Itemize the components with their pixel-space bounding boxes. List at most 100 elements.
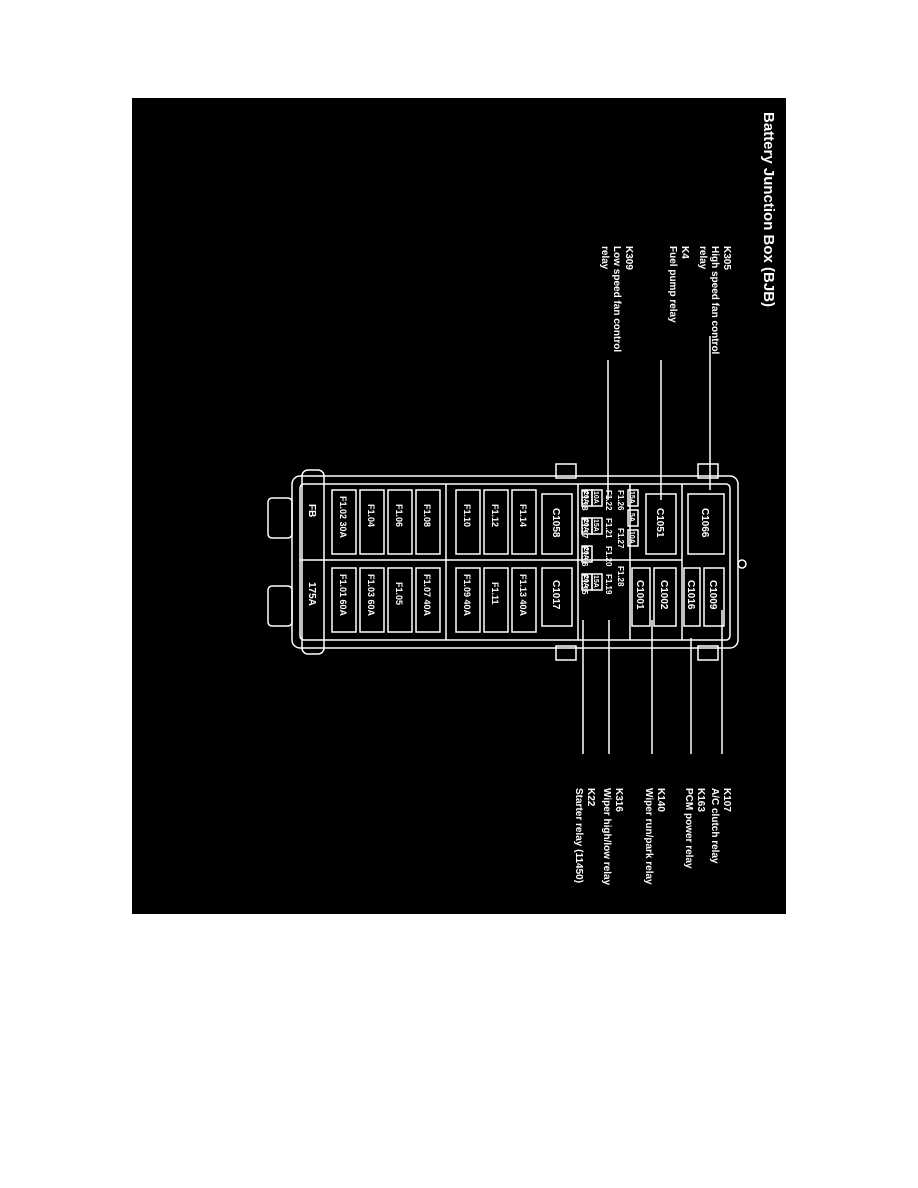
mini-fuse-label-f120: F1.20	[604, 546, 613, 567]
mini-fuse-label-f128: F1.28	[616, 566, 625, 587]
maxi-fuse-f113	[511, 567, 537, 633]
maxi-fuse-f110-label: F1.10	[462, 504, 472, 527]
maxi-fuse-f105-label: F1.05	[394, 582, 404, 605]
maxi-fuse-f107-label: F1.07 40A	[422, 574, 432, 617]
maxi-fuse-f108-label: F1.08	[422, 504, 432, 527]
maxi-fuse-f111	[483, 567, 509, 633]
mini-fuse-9	[581, 545, 593, 563]
maxi-fuse-f114	[511, 489, 537, 555]
callout-k305-line2: relay	[697, 246, 708, 270]
maxi-fuse-f112	[483, 489, 509, 555]
relay-c1058	[541, 493, 573, 555]
maxi-fuse-f111-label: F1.11	[490, 582, 500, 605]
mini-fuse-2	[627, 509, 639, 527]
mini-fuse-3	[627, 529, 639, 547]
relay-c1066	[687, 493, 725, 555]
maxi-fuse-f109	[455, 567, 481, 633]
maxi-fuse-f107	[415, 567, 441, 633]
maxi-fuses-right: F1.13 40A F1.11 F1.09 40A F1.07 40A F1.0…	[331, 567, 537, 633]
clip-right-mid	[555, 645, 577, 661]
callout-k22: K22 Starter relay (11450)	[573, 788, 596, 883]
relay-c1009	[703, 567, 725, 627]
relay-c1066-label: C1066	[699, 508, 710, 538]
maxi-fuse-f103-label: F1.03 60A	[366, 574, 376, 617]
maxi-fuse-f113-label: F1.13 40A	[518, 574, 528, 617]
maxi-fuse-f101-label: F1.01 60A	[338, 574, 348, 617]
mini-fuse-7	[581, 489, 593, 507]
callout-k163-line1: PCM power relay	[683, 788, 694, 869]
maxi-fuse-f106	[387, 489, 413, 555]
maxi-fuse-f114-label: F1.14	[518, 504, 528, 527]
relay-c1016-label: C1016	[685, 580, 696, 610]
relay-c1051	[645, 493, 677, 555]
callout-k305: K305 High speed fan control relay	[697, 246, 732, 357]
maxi-fuse-f101	[331, 567, 357, 633]
maxi-fuse-f102-label: F1.02 30A	[338, 496, 348, 539]
relay-c1002-label: C1002	[658, 580, 669, 610]
callout-k140: K140 Wiper run/park relay	[643, 788, 666, 885]
clip-bottom-left	[267, 497, 293, 539]
callout-k305-line1: High speed fan control	[709, 246, 720, 355]
relay-c1017	[541, 567, 573, 627]
mini-fuse-8	[581, 517, 593, 535]
maxi-fuse-f105	[387, 567, 413, 633]
fusible-link-rating: 175A	[306, 582, 317, 606]
callout-k316: K316 Wiper high/low relay	[601, 788, 624, 886]
relay-c1002	[653, 567, 677, 627]
mini-fuse-8-rating: 20A	[582, 519, 589, 532]
callout-k107-line1: A/C clutch relay	[709, 788, 720, 864]
callout-k316-line1: Wiper high/low relay	[601, 788, 612, 886]
mini-fuse-1	[627, 489, 639, 507]
diagram-title: Battery Junction Box (BJB)	[760, 112, 777, 307]
mini-fuse-label-f127: F1.27	[616, 528, 625, 549]
mini-fuse-6-rating: 15A	[592, 575, 599, 588]
bjb-housing	[291, 475, 739, 649]
maxi-fuse-f104-label: F1.04	[366, 504, 376, 527]
relay-c1009-label: C1009	[707, 580, 718, 610]
bjb-diagram: Battery Junction Box (BJB) K305 High spe…	[267, 112, 777, 886]
clip-bottom-right	[267, 585, 293, 627]
relay-c1017-label: C1017	[550, 580, 561, 610]
callout-k140-line1: Wiper run/park relay	[643, 788, 654, 885]
maxi-fuse-f104	[359, 489, 385, 555]
maxi-fuse-f109-label: F1.09 40A	[462, 574, 472, 617]
mini-fuse-label-f121: F1.21	[604, 518, 613, 539]
maxi-fuse-f106-label: F1.06	[394, 504, 404, 527]
mount-hole	[737, 559, 747, 569]
maxi-fuses-left: F1.14 F1.12 F1.10 F1.08 F1.06 F1.04 F1.0…	[331, 489, 537, 555]
mini-fuse-label-f122: F1.22	[604, 490, 613, 511]
maxi-fuse-f110	[455, 489, 481, 555]
mini-fuse-label-f126-top: F1.26	[616, 490, 625, 511]
maxi-fuse-f103	[359, 567, 385, 633]
mini-fuse-label-f119: F1.19	[604, 574, 613, 595]
mini-fuse-label-f116: F1.16	[580, 546, 589, 567]
mini-fuse-label-f118: F1.18	[580, 490, 589, 511]
callout-k163-code: K163	[695, 788, 706, 812]
callout-k309: K309 Low speed fan control relay	[599, 246, 634, 355]
fusible-link	[301, 469, 325, 655]
mini-fuse-10	[581, 573, 593, 591]
relay-c1001	[631, 567, 651, 627]
mini-fuse-10-rating: 20A	[582, 575, 589, 588]
callout-k163: K163 PCM power relay	[683, 788, 706, 869]
callout-k140-code: K140	[655, 788, 666, 812]
relay-c1051-label: C1051	[654, 508, 665, 538]
mini-fuse-9-rating: 20A	[582, 547, 589, 560]
fusible-link-label: FB	[306, 504, 317, 517]
callout-k309-line1: Low speed fan control	[611, 246, 622, 352]
callout-k22-code: K22	[585, 788, 596, 807]
callout-k316-code: K316	[613, 788, 624, 812]
mini-fuse-1-rating: 15A	[628, 491, 635, 504]
callout-k22-line1: Starter relay (11450)	[573, 788, 584, 883]
clip-left-top	[697, 463, 719, 479]
callout-k107-code: K107	[721, 788, 732, 812]
mini-fuse-label-f115: F1.15	[580, 574, 589, 595]
maxi-fuse-f102	[331, 489, 357, 555]
mini-fuse-5-rating: 15A	[592, 519, 599, 532]
mini-fuse-3-rating: 10A	[628, 531, 635, 544]
callout-k4: K4 Fuel pump relay	[667, 246, 690, 323]
relay-c1058-label: C1058	[550, 508, 561, 538]
mini-fuse-4-rating: 10A	[592, 491, 599, 504]
callout-k305-code: K305	[721, 246, 732, 270]
mini-fuse-2-rating: 5A	[628, 513, 635, 522]
